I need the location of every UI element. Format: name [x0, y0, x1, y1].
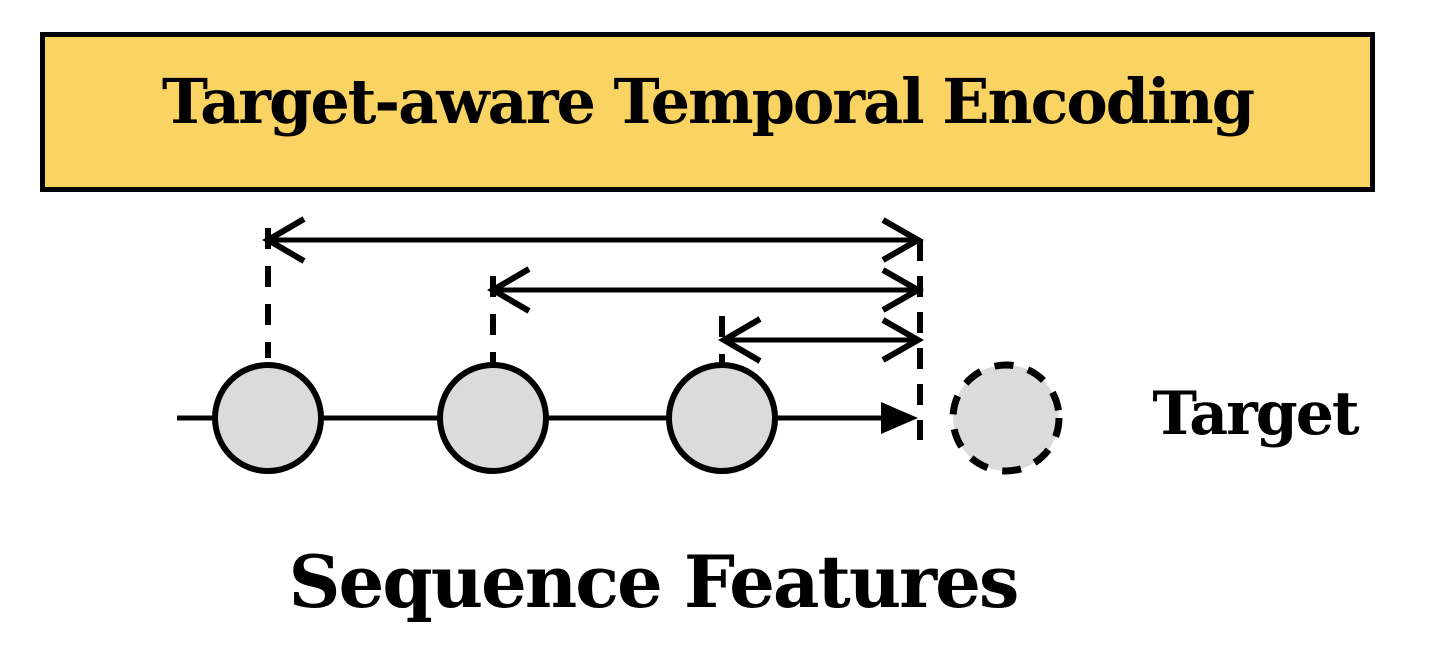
- timeline-arrowhead-icon: [881, 402, 918, 434]
- sequence-features-label: Sequence Features: [288, 539, 1020, 624]
- time-gap-arrow-1: [262, 216, 925, 264]
- sequence-node-2: [437, 362, 549, 474]
- time-gap-arrow-3: [718, 316, 925, 364]
- sequence-node-3: [666, 362, 778, 474]
- sequence-node-1: [212, 362, 324, 474]
- time-gap-arrow-2: [487, 266, 925, 314]
- temporal-encoding-box: Target-aware Temporal Encoding: [40, 32, 1375, 192]
- temporal-encoding-box-label: Target-aware Temporal Encoding: [161, 64, 1255, 138]
- target-label: Target: [1152, 379, 1359, 449]
- target-node: [949, 361, 1063, 475]
